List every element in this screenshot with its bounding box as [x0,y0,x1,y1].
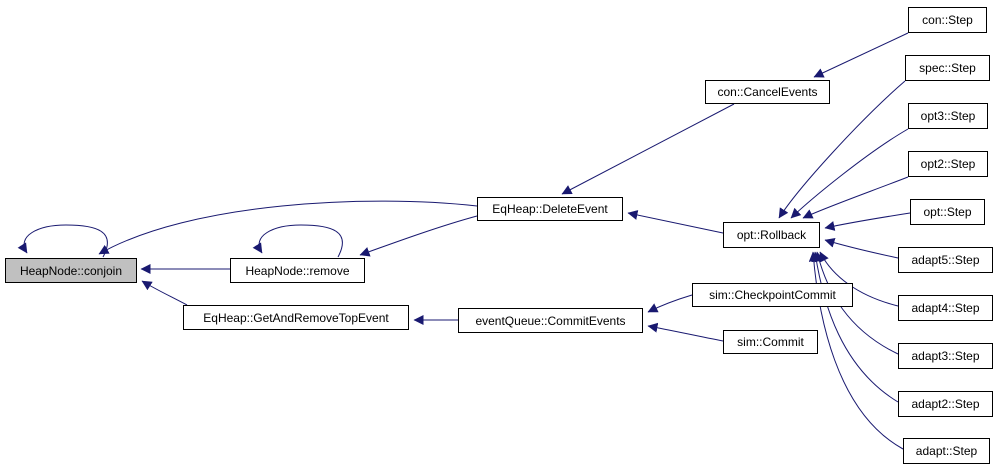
node-heapnode-conjoin[interactable]: HeapNode::conjoin [5,258,137,283]
node-opt-rollback[interactable]: opt::Rollback [723,222,820,248]
edge-rollback-deleteevent [627,210,724,234]
node-adapt5-step[interactable]: adapt5::Step [898,247,993,273]
node-eqheap-getandremovetopevent[interactable]: EqHeap::GetAndRemoveTopEvent [183,305,409,330]
node-adapt4-step[interactable]: adapt4::Step [898,295,993,321]
edge-adapt2step-rollback [811,251,899,403]
edge-adapt3step-rollback [814,251,899,355]
edge-opt3step-rollback [790,128,909,219]
edge-opt2step-rollback [802,176,909,219]
edge-remove-self [252,224,343,258]
node-opt-step[interactable]: opt::Step [910,199,985,225]
node-adapt3-step[interactable]: adapt3::Step [898,343,993,369]
edge-adaptstep-rollback [808,251,904,450]
node-spec-step[interactable]: spec::Step [905,55,990,81]
edge-constep-cancelevents [813,32,909,78]
edge-simcommit-commitevents [647,322,724,342]
node-sim-checkpointcommit[interactable]: sim::CheckpointCommit [692,283,853,307]
edge-checkpointcommit-commitevents [647,294,693,313]
node-con-cancelevents[interactable]: con::CancelEvents [705,80,830,104]
node-sim-commit[interactable]: sim::Commit [723,330,818,354]
node-eqheap-deleteevent[interactable]: EqHeap::DeleteEvent [477,197,623,221]
edge-deleteevent-remove [359,215,478,257]
node-adapt-step[interactable]: adapt::Step [903,438,990,464]
edge-getandremove-conjoin [141,280,188,306]
node-opt3-step[interactable]: opt3::Step [908,103,988,129]
node-opt2-step[interactable]: opt2::Step [908,151,988,177]
edge-conjoin-self [17,224,108,258]
edge-optstep-rollback [824,212,911,231]
node-eventqueue-commitevents[interactable]: eventQueue::CommitEvents [458,308,643,333]
node-adapt2-step[interactable]: adapt2::Step [898,391,993,417]
edge-deleteevent-conjoin [98,200,478,255]
node-heapnode-remove[interactable]: HeapNode::remove [230,258,365,283]
node-con-step[interactable]: con::Step [908,7,987,33]
edge-specstep-rollback [778,80,906,219]
edge-cancelevents-deleteevent [561,103,735,195]
edge-adapt5step-rollback [824,237,899,259]
